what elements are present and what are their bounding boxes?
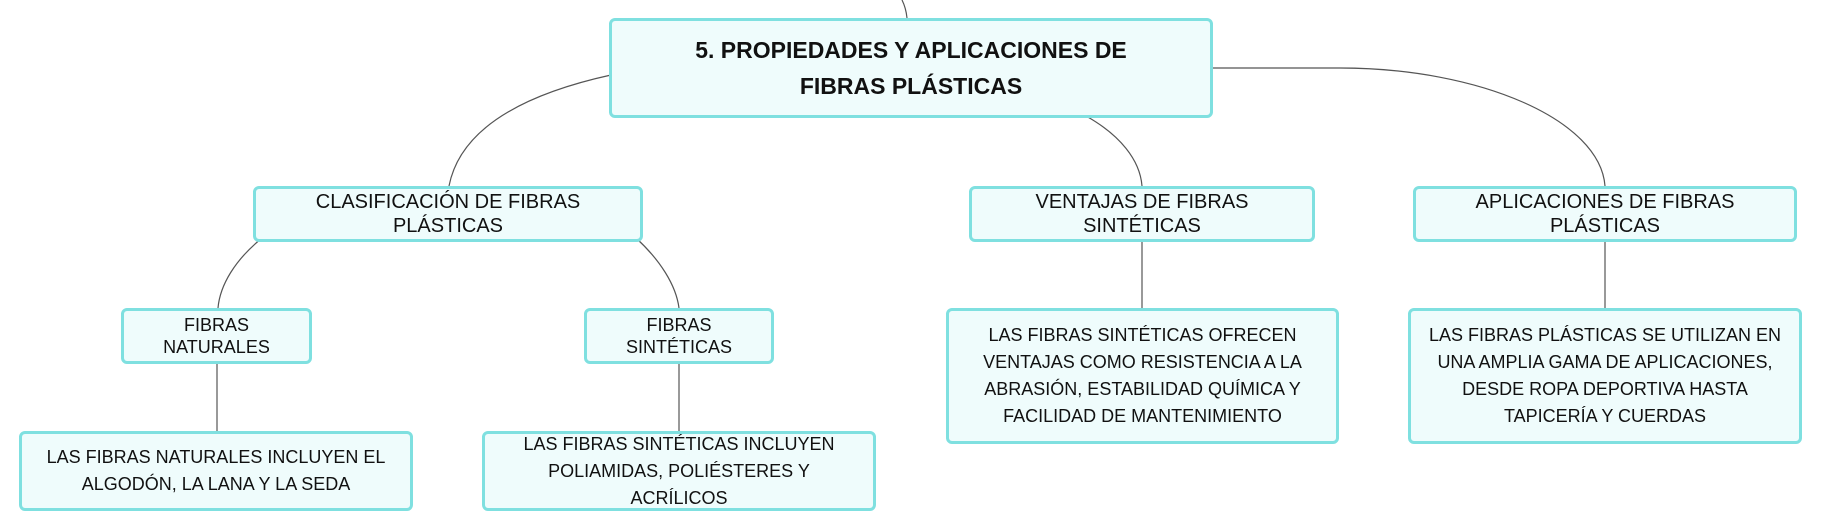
connector-incoming-root [901, 0, 908, 19]
sinteticas-detail-node[interactable]: LAS FIBRAS SINTÉTICAS INCLUYEN POLIAMIDA… [482, 431, 876, 511]
naturales-topic-node[interactable]: FIBRAS NATURALES [121, 308, 312, 364]
connector-root-to-ventajas [1085, 115, 1143, 187]
root-topic-node[interactable]: 5. PROPIEDADES Y APLICACIONES DE FIBRAS … [609, 18, 1213, 118]
sinteticas-topic-node[interactable]: FIBRAS SINTÉTICAS [584, 308, 774, 364]
sinteticas-topic-label: FIBRAS SINTÉTICAS [625, 315, 732, 357]
naturales-detail-text: LAS FIBRAS NATURALES INCLUYEN EL ALGODÓN… [46, 447, 386, 494]
sinteticas-detail-text: LAS FIBRAS SINTÉTICAS INCLUYEN POLIAMIDA… [523, 433, 835, 508]
root-topic-label: 5. PROPIEDADES Y APLICACIONES DE FIBRAS … [695, 37, 1127, 99]
connector-root-to-aplicaciones [1213, 67, 1606, 187]
connector-clasificacion-to-sinteticas [635, 237, 680, 309]
aplicaciones-detail-node[interactable]: LAS FIBRAS PLÁSTICAS SE UTILIZAN EN UNA … [1408, 308, 1802, 444]
ventajas-topic-node[interactable]: VENTAJAS DE FIBRAS SINTÉTICAS [969, 186, 1315, 242]
aplicaciones-topic-node[interactable]: APLICACIONES DE FIBRAS PLÁSTICAS [1413, 186, 1797, 242]
naturales-topic-label: FIBRAS NATURALES [163, 315, 270, 357]
aplicaciones-detail-text: LAS FIBRAS PLÁSTICAS SE UTILIZAN EN UNA … [1428, 325, 1782, 426]
clasificacion-topic-node[interactable]: CLASIFICACIÓN DE FIBRAS PLÁSTICAS [253, 186, 643, 242]
naturales-detail-node[interactable]: LAS FIBRAS NATURALES INCLUYEN EL ALGODÓN… [19, 431, 413, 511]
connector-clasificacion-to-naturales [217, 237, 263, 309]
ventajas-topic-label: VENTAJAS DE FIBRAS SINTÉTICAS [1035, 191, 1249, 237]
connector-root-to-clasificacion [448, 74, 612, 187]
aplicaciones-topic-label: APLICACIONES DE FIBRAS PLÁSTICAS [1475, 191, 1735, 237]
clasificacion-topic-label: CLASIFICACIÓN DE FIBRAS PLÁSTICAS [315, 191, 581, 237]
ventajas-detail-text: LAS FIBRAS SINTÉTICAS OFRECEN VENTAJAS C… [983, 325, 1302, 426]
ventajas-detail-node[interactable]: LAS FIBRAS SINTÉTICAS OFRECEN VENTAJAS C… [946, 308, 1339, 444]
